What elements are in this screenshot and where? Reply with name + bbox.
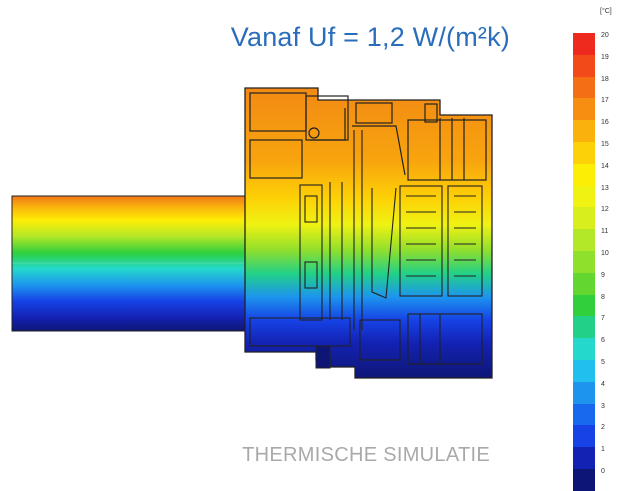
legend-swatch [573, 381, 595, 404]
legend-tick-label: 12 [601, 206, 609, 214]
legend-tick-label: 1 [601, 446, 605, 454]
legend-swatch [573, 33, 595, 55]
legend-tick-label: 18 [601, 75, 609, 83]
legend-swatch [573, 207, 595, 230]
legend-swatch [573, 54, 595, 77]
legend-swatch [573, 251, 595, 273]
legend-tick-label: 5 [601, 359, 605, 366]
legend-swatch [573, 272, 595, 295]
legend-swatch [573, 142, 595, 164]
legend-swatch [573, 338, 595, 361]
legend-tick-label: 16 [601, 119, 609, 127]
legend-tick-label: 0 [601, 468, 605, 475]
legend-swatch [573, 469, 595, 491]
legend-tick-label: 11 [601, 228, 609, 236]
legend-tick-label: 7 [601, 315, 605, 323]
legend-swatch [573, 76, 595, 99]
legend-tick-label: 8 [601, 293, 605, 301]
legend-tick-label: 3 [601, 402, 605, 410]
legend-tick-label: 14 [601, 162, 609, 170]
legend-swatch [573, 185, 595, 208]
legend-tick-label: 9 [601, 271, 605, 279]
legend-tick-label: 17 [601, 97, 609, 105]
legend-tick-label: 19 [601, 53, 609, 61]
legend-swatch [573, 316, 595, 339]
legend-tick-label: 20 [601, 32, 609, 39]
legend-tick-label: 2 [601, 424, 605, 432]
legend-unit: [°C] [600, 8, 612, 15]
legend-swatch [573, 447, 595, 470]
legend-swatch [573, 120, 595, 143]
page-title: Vanaf Uf = 1,2 W/(m²k) [230, 22, 510, 52]
legend-tick-label: 6 [601, 337, 605, 345]
subtitle: THERMISCHE SIMULATIE [242, 444, 490, 466]
legend-tick-label: 4 [601, 380, 605, 388]
thermal-simulation-image [11, 87, 493, 379]
legend-swatch [573, 294, 595, 317]
legend-swatch [573, 425, 595, 448]
legend-tick-label: 15 [601, 141, 609, 148]
legend-swatch [573, 229, 595, 252]
legend-swatch [573, 403, 595, 426]
legend-tick-label: 10 [601, 250, 609, 257]
legend-swatch [573, 163, 595, 186]
legend-swatch [573, 360, 595, 382]
legend-tick-label: 13 [601, 184, 609, 192]
legend-swatch [573, 98, 595, 121]
